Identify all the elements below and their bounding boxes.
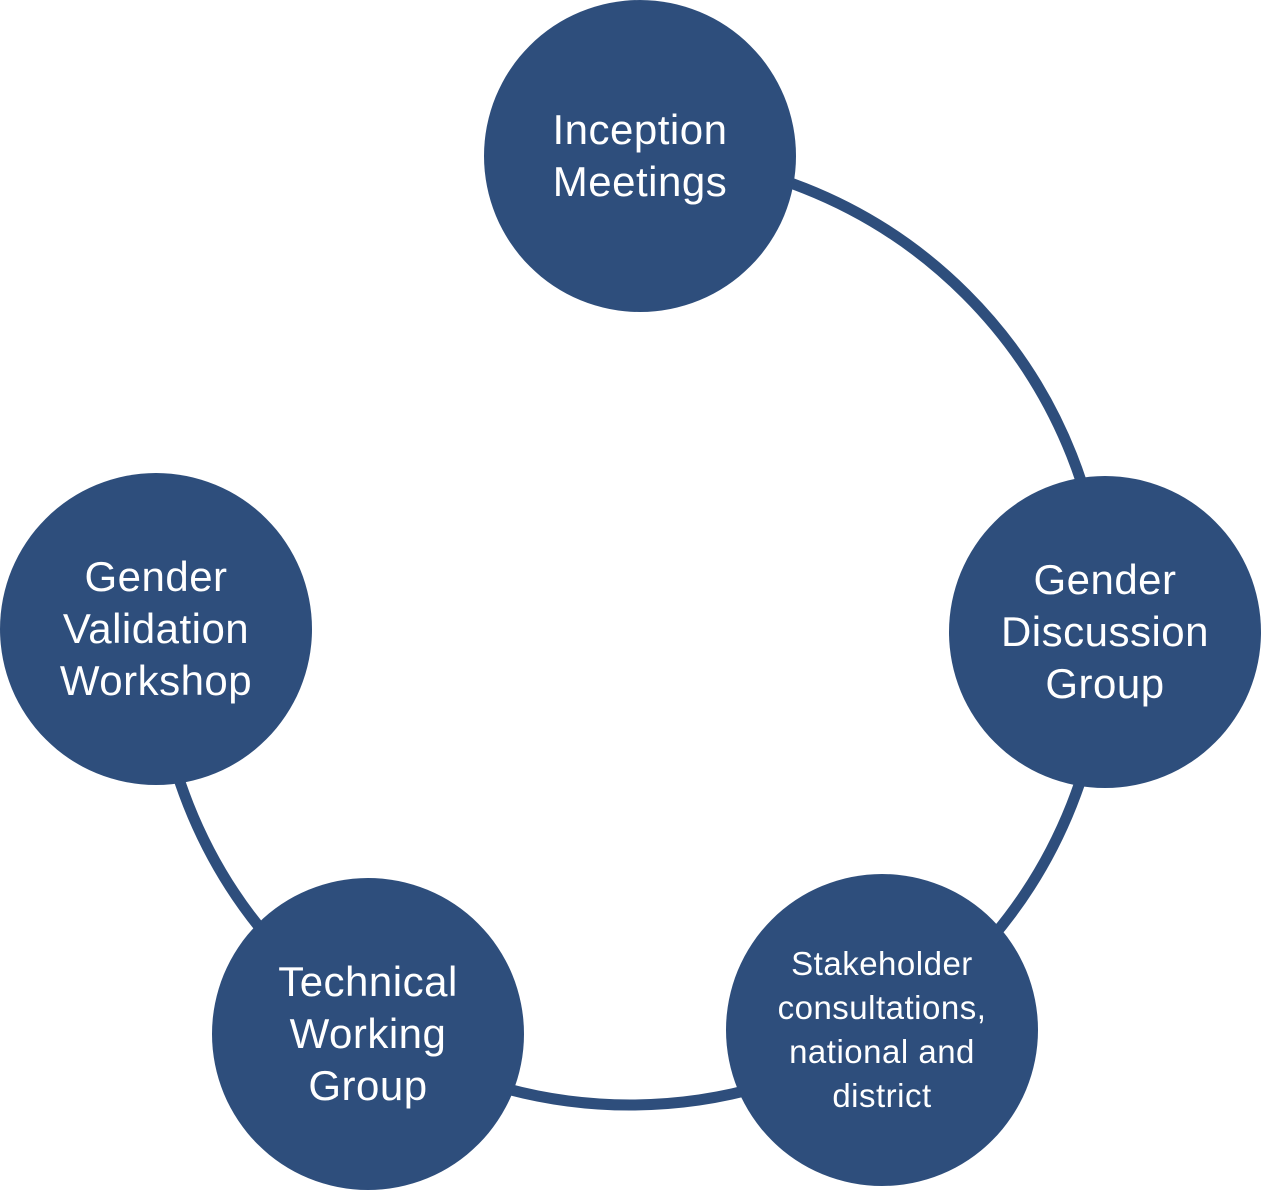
node-label-gender-discussion-group: Gender Discussion Group [1000,555,1210,708]
cycle-node-inception-meetings: Inception Meetings [484,0,796,312]
node-label-technical-working-group: Technical Working Group [278,957,458,1110]
cycle-node-technical-working-group: Technical Working Group [212,878,524,1190]
node-label-inception-meetings: Inception Meetings [552,105,728,205]
cycle-node-gender-validation-workshop: Gender Validation Workshop [0,473,312,785]
cycle-node-stakeholder-consultations: Stakeholder consultations, national and … [726,874,1038,1186]
node-label-stakeholder-consultations: Stakeholder consultations, national and … [777,945,987,1114]
cycle-node-gender-discussion-group: Gender Discussion Group [949,476,1261,788]
node-label-gender-validation-workshop: Gender Validation Workshop [59,552,253,705]
